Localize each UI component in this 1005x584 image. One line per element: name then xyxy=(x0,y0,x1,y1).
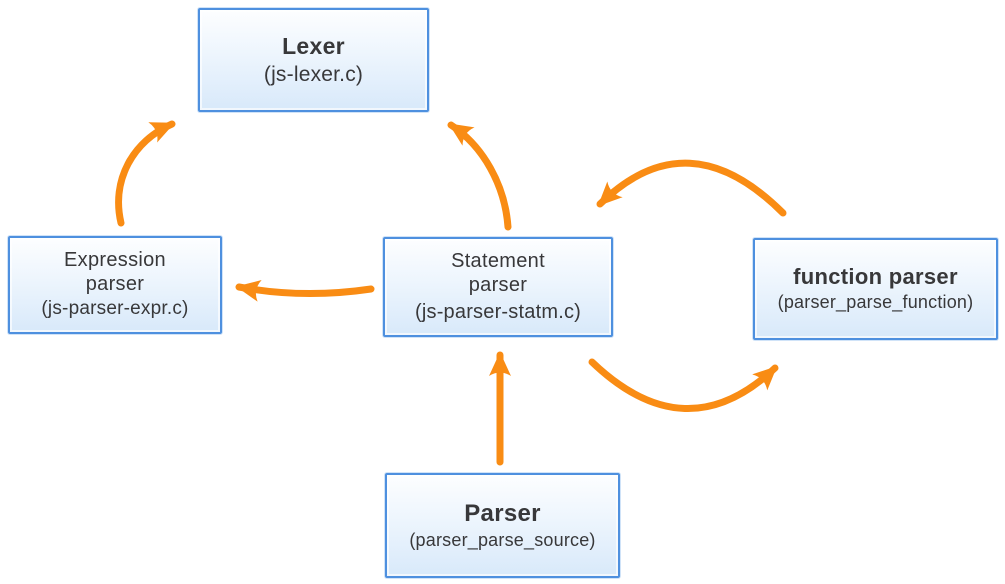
arrow-expression-parser-to-lexer xyxy=(115,120,176,227)
node-statement-parser: Statement parser (js-parser-statm.c) xyxy=(383,237,613,337)
node-parser: Parser (parser_parse_source) xyxy=(385,473,620,578)
node-lexer: Lexer (js-lexer.c) xyxy=(198,8,429,112)
node-parser-subtitle: (parser_parse_source) xyxy=(409,529,596,550)
node-expression-parser-subtitle: (js-parser-expr.c) xyxy=(41,298,189,320)
arrow-function-parser-to-statement-parser xyxy=(596,159,787,217)
node-lexer-title: Lexer xyxy=(282,32,345,59)
node-statement-parser-title: Statement parser xyxy=(451,250,545,296)
node-function-parser-subtitle: (parser_parse_function) xyxy=(777,292,974,313)
node-function-parser-title: function parser xyxy=(793,264,958,290)
node-expression-parser-title: Expression parser xyxy=(64,249,166,295)
arrow-statement-parser-to-expression-parser xyxy=(235,280,375,302)
node-expression-parser: Expression parser (js-parser-expr.c) xyxy=(8,236,222,334)
node-parser-title: Parser xyxy=(464,499,541,527)
node-statement-parser-subtitle: (js-parser-statm.c) xyxy=(414,300,582,323)
arrow-statement-parser-to-lexer xyxy=(447,121,512,231)
node-function-parser: function parser (parser_parse_function) xyxy=(753,238,998,340)
arrow-statement-parser-to-function-parser xyxy=(588,358,779,412)
node-lexer-subtitle: (js-lexer.c) xyxy=(263,62,364,86)
